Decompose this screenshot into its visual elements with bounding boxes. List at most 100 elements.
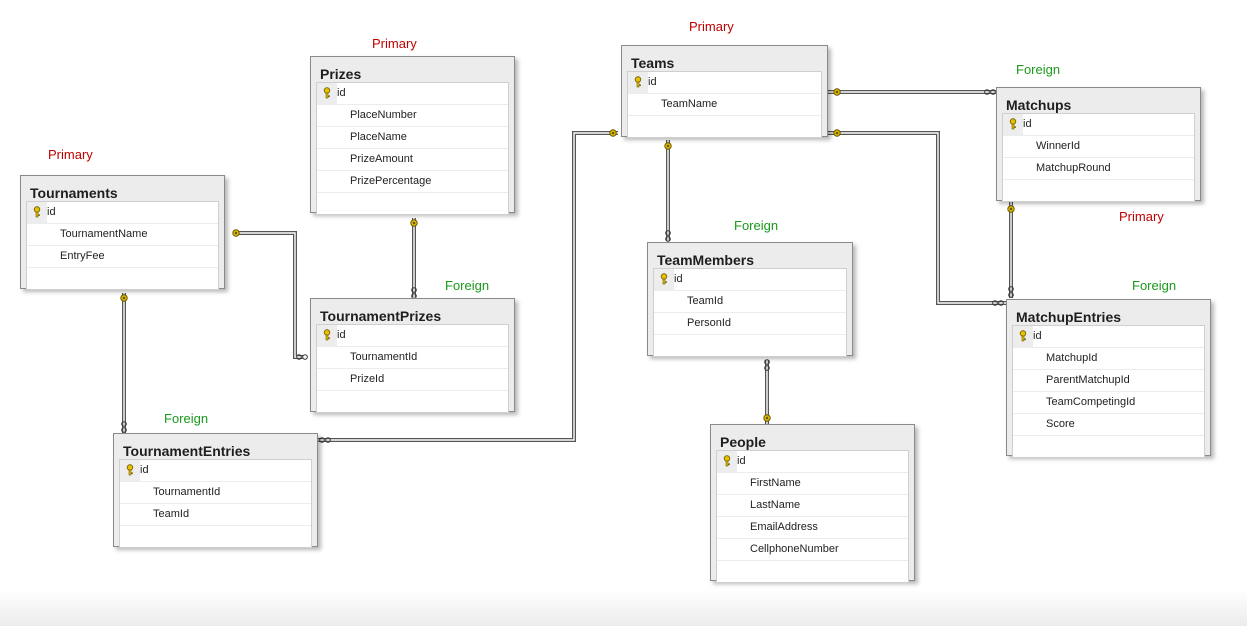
relationship-line-tournaments-tournamentprizes[interactable] [232,229,308,360]
table-columns: id TournamentName EntryFee [26,201,219,290]
relationship-line-teams-matchupentries[interactable] [828,129,1007,306]
column-name: Score [1046,418,1075,430]
relationship-line-prizes-tournamentprizes[interactable] [410,218,418,299]
column-name: id [337,87,346,99]
column-row[interactable]: id [27,202,218,224]
key-cell [717,495,737,516]
key-end-icon [410,219,418,227]
column-row[interactable]: TeamId [654,291,846,313]
column-name: EmailAddress [750,521,818,533]
column-name: id [337,329,346,341]
column-name: PersonId [687,317,732,329]
annotation-foreign-matchupentries: Foreign [1132,278,1177,293]
column-row[interactable]: id [1003,114,1194,136]
relationship-line-tournaments-tournamententries[interactable] [120,293,128,433]
column-row[interactable]: TournamentId [317,347,508,369]
column-row[interactable]: Score [1013,414,1204,436]
empty-row [628,116,821,137]
annotation-primary-prizes: Primary [372,36,417,51]
column-row[interactable]: id [654,269,846,291]
column-row[interactable]: PlaceName [317,127,508,149]
key-cell [317,105,337,126]
table-columns: id FirstName LastName EmailAddress Cellp… [716,450,909,583]
column-row[interactable]: id [120,460,311,482]
column-row[interactable]: PlaceNumber [317,105,508,127]
column-row[interactable]: FirstName [717,473,908,495]
column-row[interactable]: TeamCompetingId [1013,392,1204,414]
column-row[interactable]: TeamName [628,94,821,116]
bottom-fade [0,590,1247,626]
column-row[interactable]: PrizeId [317,369,508,391]
infinity-end-icon [1008,286,1014,298]
table-prizes[interactable]: Prizes id PlaceNumber PlaceName PrizeAmo… [310,56,515,215]
primary-key-icon [1003,114,1023,135]
column-row[interactable]: MatchupRound [1003,158,1194,180]
relationship-line-teams-teammembers[interactable] [664,140,672,242]
relationship-line-teams-tournamententries[interactable] [318,129,618,443]
table-matchups[interactable]: Matchups id WinnerId MatchupRound [996,87,1201,202]
column-row[interactable]: PrizeAmount [317,149,508,171]
column-name: id [1033,330,1042,342]
table-tournamententries[interactable]: TournamentEntries id TournamentId TeamId [113,433,318,548]
annotation-foreign-tournamentprizes: Foreign [445,278,490,293]
empty-row [120,526,311,547]
column-row[interactable]: id [628,72,821,94]
column-row[interactable]: TournamentId [120,482,311,504]
table-people[interactable]: People id FirstName LastName EmailAddres… [710,424,915,583]
key-cell [317,149,337,170]
primary-key-icon [1013,326,1033,347]
relationship-line-matchups-matchupentries[interactable] [1007,202,1015,298]
primary-key-icon [317,325,337,346]
column-row[interactable]: id [1013,326,1204,348]
column-row[interactable]: EmailAddress [717,517,908,539]
column-row[interactable]: id [317,325,508,347]
column-name: WinnerId [1036,140,1081,152]
key-cell [1013,348,1033,369]
column-name: TournamentId [350,351,418,363]
column-name: TeamId [687,295,724,307]
column-row[interactable]: LastName [717,495,908,517]
column-name: MatchupId [1046,352,1098,364]
relationship-line-teams-matchups[interactable] [828,88,998,96]
column-row[interactable]: EntryFee [27,246,218,268]
column-row[interactable]: WinnerId [1003,136,1194,158]
empty-row [717,561,908,582]
table-tournaments[interactable]: Tournaments id TournamentName EntryFee [20,175,225,290]
table-title: TeamMembers [657,252,755,268]
column-row[interactable]: CellphoneNumber [717,539,908,561]
column-row[interactable]: id [717,451,908,473]
column-row[interactable]: PersonId [654,313,846,335]
column-name: id [1023,118,1032,130]
column-name: ParentMatchupId [1046,374,1130,386]
column-name: id [674,273,683,285]
column-name: id [648,76,657,88]
table-title: TournamentPrizes [320,308,442,324]
key-end-icon [664,142,672,150]
key-cell [717,473,737,494]
key-cell [1013,414,1033,435]
annotation-foreign-tournamententries: Foreign [164,411,209,426]
table-columns: id TournamentId PrizeId [316,324,509,413]
table-matchupentries[interactable]: MatchupEntries id MatchupId ParentMatchu… [1006,299,1211,458]
column-row[interactable]: TeamId [120,504,311,526]
relationship-line-people-teammembers[interactable] [763,359,771,424]
table-tournamentprizes[interactable]: TournamentPrizes id TournamentId PrizeId [310,298,515,413]
column-row[interactable]: MatchupId [1013,348,1204,370]
key-cell [654,313,674,334]
column-name: PrizeAmount [350,153,413,165]
column-row[interactable]: PrizePercentage [317,171,508,193]
table-title: TournamentEntries [123,443,251,459]
key-cell [317,369,337,390]
column-row[interactable]: id [317,83,508,105]
column-row[interactable]: TournamentName [27,224,218,246]
key-cell [120,504,140,525]
annotation-primary-tournaments: Primary [48,147,93,162]
column-name: TournamentName [60,228,148,240]
table-teammembers[interactable]: TeamMembers id TeamId PersonId [647,242,853,357]
key-cell [717,517,737,538]
table-columns: id TeamName [627,71,822,138]
key-end-icon [833,129,841,137]
column-row[interactable]: ParentMatchupId [1013,370,1204,392]
table-teams[interactable]: Teams id TeamName [621,45,828,138]
